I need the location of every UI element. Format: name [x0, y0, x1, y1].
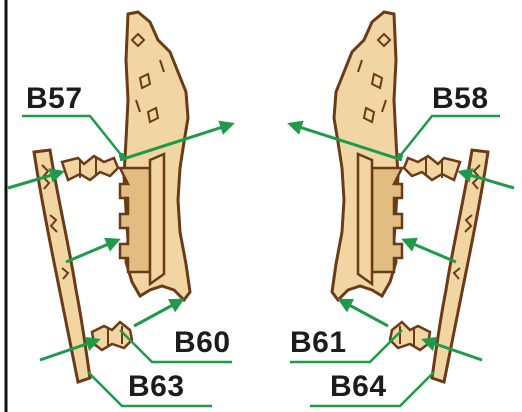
part-b58 — [404, 156, 460, 180]
label-b64: B64 — [330, 372, 387, 402]
label-b61: B61 — [290, 328, 347, 358]
leader-b57 — [22, 116, 122, 156]
label-b57: B57 — [26, 84, 83, 114]
label-b63: B63 — [128, 372, 185, 402]
label-b60: B60 — [174, 328, 231, 358]
arrow-b60-low — [134, 300, 182, 326]
arrow-b60-slot — [66, 240, 118, 262]
part-b60-rib — [120, 168, 150, 272]
part-b57 — [62, 156, 118, 180]
part-b61-rib — [372, 168, 402, 272]
label-b58: B58 — [432, 84, 489, 114]
